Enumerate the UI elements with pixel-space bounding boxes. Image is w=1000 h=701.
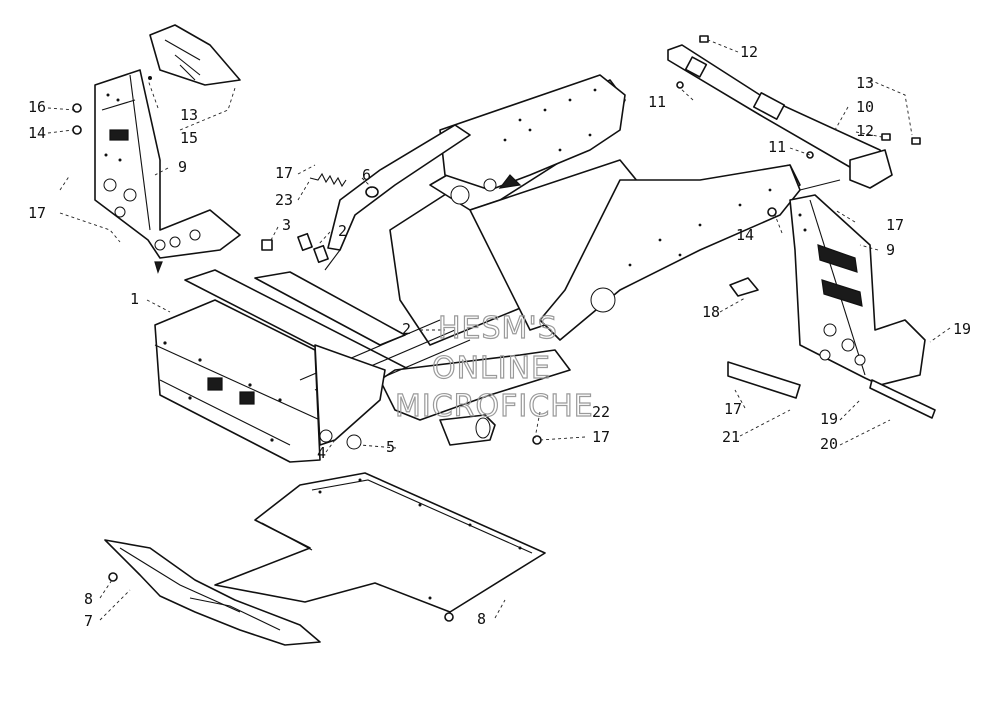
bolt-3	[261, 239, 273, 251]
callout-11: 11	[768, 138, 786, 156]
callout-17: 17	[275, 164, 293, 182]
callout-4: 4	[317, 444, 326, 462]
floor-plate	[214, 472, 546, 613]
callout-17: 17	[592, 428, 610, 446]
callout-21: 21	[722, 428, 740, 446]
callout-19: 19	[820, 410, 838, 428]
callout-14: 14	[736, 226, 754, 244]
belly-pan-7	[104, 539, 321, 646]
chassis-frame-1	[154, 74, 801, 463]
front-bumper-mount	[314, 344, 386, 450]
bolt-16	[72, 103, 82, 113]
bushing-2	[297, 232, 329, 264]
callout-20: 20	[820, 435, 838, 453]
callout-17: 17	[886, 216, 904, 234]
footrest-traction-grid	[817, 244, 863, 307]
callout-6: 6	[362, 166, 371, 184]
callout-10: 10	[856, 98, 874, 116]
callout-2: 2	[402, 320, 411, 338]
callout-1: 1	[130, 290, 139, 308]
callout-labels: 16 14 13 15 9 17 17 23 6 3 2 1 2 4 5 22 …	[28, 43, 971, 630]
callout-12: 12	[856, 122, 874, 140]
watermark-line-1: HESM'S	[438, 311, 558, 346]
callout-7: 7	[84, 612, 93, 630]
spacer-6	[365, 186, 379, 198]
nut-22	[532, 435, 542, 445]
fastener-11	[676, 81, 814, 159]
bolt-13	[911, 137, 921, 145]
leader-lines	[47, 39, 951, 621]
callout-23: 23	[275, 191, 293, 209]
left-footrest-9	[94, 69, 241, 274]
rod-20	[869, 379, 936, 419]
callout-18: 18	[702, 303, 720, 321]
callout-9: 9	[886, 241, 895, 259]
bracket-18	[729, 277, 759, 297]
callout-16: 16	[28, 98, 46, 116]
steering-crossbar-10	[667, 44, 893, 191]
plate-21	[727, 361, 801, 399]
callout-13: 13	[180, 106, 198, 124]
callout-8: 8	[84, 590, 93, 608]
right-footrest-9	[789, 194, 926, 386]
callout-17: 17	[28, 204, 46, 222]
callout-9: 9	[178, 158, 187, 176]
callout-2: 2	[338, 222, 347, 240]
footrest-bracket-15	[148, 24, 241, 86]
callout-14: 14	[28, 124, 46, 142]
callout-19: 19	[953, 320, 971, 338]
callout-3: 3	[282, 216, 291, 234]
callout-13: 13	[856, 74, 874, 92]
callout-17: 17	[724, 400, 742, 418]
watermark: HESM'S ONLINE MICROFICHE	[394, 310, 594, 424]
callout-11: 11	[648, 93, 666, 111]
callout-12: 12	[740, 43, 758, 61]
callout-5: 5	[386, 438, 395, 456]
callout-22: 22	[592, 403, 610, 421]
callout-15: 15	[180, 129, 198, 147]
watermark-line-2: ONLINE	[432, 351, 551, 386]
screw-8	[108, 572, 454, 622]
watermark-line-3: MICROFICHE	[395, 389, 594, 424]
spring-23	[309, 172, 347, 188]
callout-8: 8	[477, 610, 486, 628]
